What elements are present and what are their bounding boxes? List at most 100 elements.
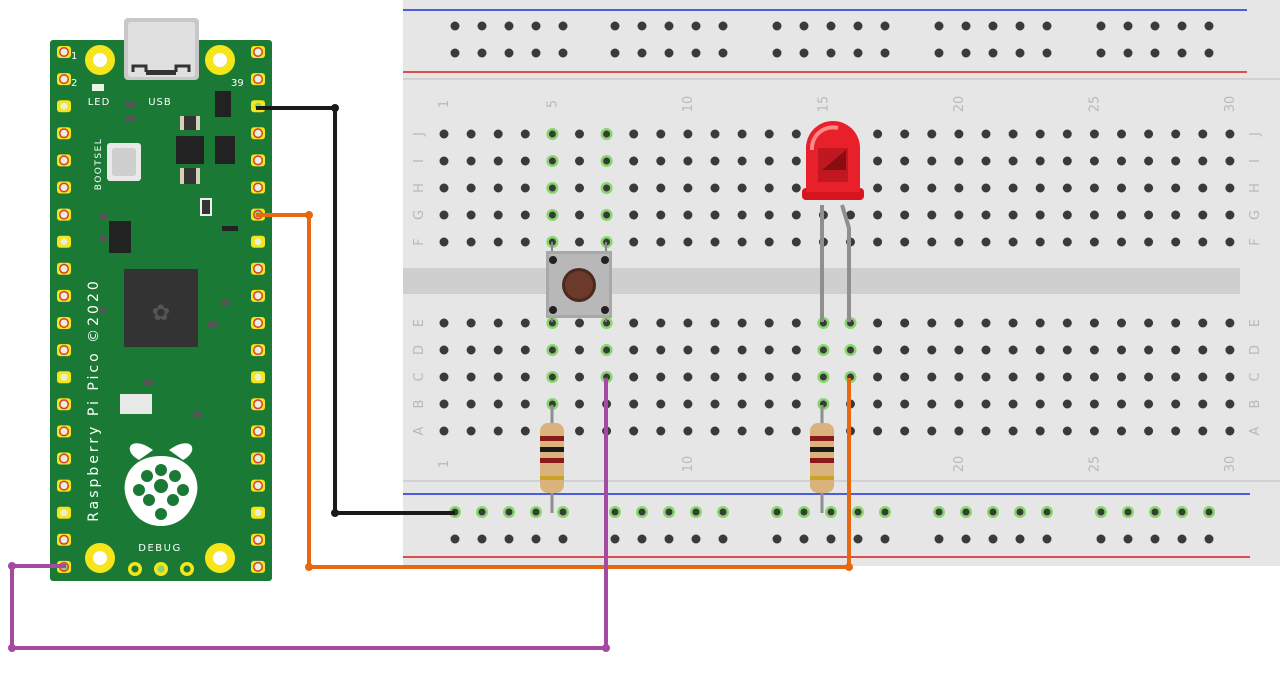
breadboard-hole — [1198, 426, 1208, 436]
rp2040-chip — [124, 269, 198, 347]
header-pin-hole — [254, 265, 262, 273]
breadboard-hole — [629, 129, 639, 139]
button-cap[interactable] — [565, 271, 593, 299]
breadboard-hole — [1144, 345, 1154, 355]
breadboard-hole — [737, 372, 747, 382]
breadboard-hole — [683, 237, 693, 247]
rail-hole — [1177, 21, 1187, 31]
push-button[interactable] — [546, 242, 612, 322]
breadboard-hole-center — [548, 184, 556, 192]
breadboard-hole — [1062, 399, 1072, 409]
breadboard-hole — [873, 237, 883, 247]
column-number-label: 1 — [437, 460, 452, 468]
row-letter-label: G — [412, 210, 427, 220]
rail-hole — [664, 21, 674, 31]
row-letter-label: J — [412, 132, 427, 137]
breadboard-hole-center — [548, 130, 556, 138]
rail-hole — [772, 534, 782, 544]
breadboard-hole — [791, 372, 801, 382]
breadboard-hole — [900, 318, 910, 328]
rail-hole — [1177, 534, 1187, 544]
breadboard-hole — [710, 183, 720, 193]
usb-connector — [124, 18, 199, 80]
breadboard-hole — [1008, 210, 1018, 220]
breadboard-hole — [1225, 156, 1235, 166]
breadboard-hole — [981, 156, 991, 166]
rail-hole-center — [1124, 508, 1132, 516]
brand-label: Raspberry Pi Pico ©2020 — [86, 278, 102, 522]
rail-hole — [450, 48, 460, 58]
breadboard-hole — [1062, 372, 1072, 382]
led-label: LED — [88, 97, 111, 108]
breadboard-hole — [575, 156, 584, 166]
rail-hole — [450, 21, 460, 31]
rail-hole — [853, 48, 863, 58]
breadboard-hole — [1035, 237, 1045, 247]
column-number-label: 20 — [952, 96, 967, 113]
header-pin-hole — [60, 346, 68, 354]
breadboard-hole — [1035, 318, 1045, 328]
breadboard-hole — [656, 129, 666, 139]
rail-hole — [664, 534, 674, 544]
rail-hole-center — [935, 508, 943, 516]
breadboard-hole — [656, 372, 666, 382]
header-pin-hole — [254, 75, 262, 83]
rail-hole — [988, 534, 998, 544]
column-number-label: 30 — [1223, 96, 1238, 113]
header-pin-hole — [60, 102, 68, 110]
breadboard-hole — [710, 372, 720, 382]
breadboard-hole — [900, 183, 910, 193]
breadboard-hole — [927, 237, 937, 247]
breadboard-hole-center — [603, 319, 611, 327]
breadboard-hole — [873, 399, 883, 409]
rail-hole — [772, 21, 782, 31]
breadboard-hole-center — [548, 211, 556, 219]
breadboard-hole — [575, 318, 584, 328]
rail-hole — [826, 48, 836, 58]
breadboard-hole — [439, 426, 449, 436]
rail-hole — [1015, 534, 1025, 544]
breadboard-hole — [683, 426, 693, 436]
rail-hole — [1150, 21, 1160, 31]
breadboard-hole — [439, 399, 449, 409]
breadboard-hole — [1089, 237, 1099, 247]
rail-hole — [826, 534, 836, 544]
breadboard-hole — [1144, 237, 1154, 247]
breadboard-hole — [791, 318, 801, 328]
rail-hole-center — [800, 508, 808, 516]
breadboard-hole — [1198, 372, 1208, 382]
breadboard-hole — [1144, 183, 1154, 193]
breadboard-hole — [683, 183, 693, 193]
rail-hole-center — [532, 508, 540, 516]
breadboard-hole — [466, 399, 476, 409]
header-pin-hole — [60, 75, 68, 83]
rail-hole-center — [962, 508, 970, 516]
header-pin-hole — [60, 265, 68, 273]
rail-hole — [799, 534, 809, 544]
bootsel-label: BOOTSEL — [94, 138, 104, 191]
rail-hole — [610, 21, 620, 31]
breadboard-hole — [520, 210, 530, 220]
rail-hole-center — [827, 508, 835, 516]
rail-hole — [558, 48, 568, 58]
breadboard-hole — [1171, 237, 1181, 247]
breadboard-hole — [764, 210, 774, 220]
rail-hole-center — [854, 508, 862, 516]
breadboard-hole — [791, 345, 801, 355]
breadboard-hole — [1089, 183, 1099, 193]
rail-hole — [691, 21, 701, 31]
rail-hole-center — [1178, 508, 1186, 516]
breadboard-hole — [954, 210, 964, 220]
header-pin-hole — [254, 427, 262, 435]
ground-wire[interactable] — [256, 106, 455, 515]
header-pin-hole — [254, 156, 262, 164]
breadboard-hole — [629, 210, 639, 220]
header-pin-hole — [254, 184, 262, 191]
column-number-label: 25 — [1087, 456, 1102, 473]
breadboard-hole — [710, 426, 720, 436]
breadboard-hole — [1225, 237, 1235, 247]
header-pin-hole — [254, 455, 262, 462]
breadboard-hole — [1225, 426, 1235, 436]
breadboard-hole — [927, 345, 937, 355]
